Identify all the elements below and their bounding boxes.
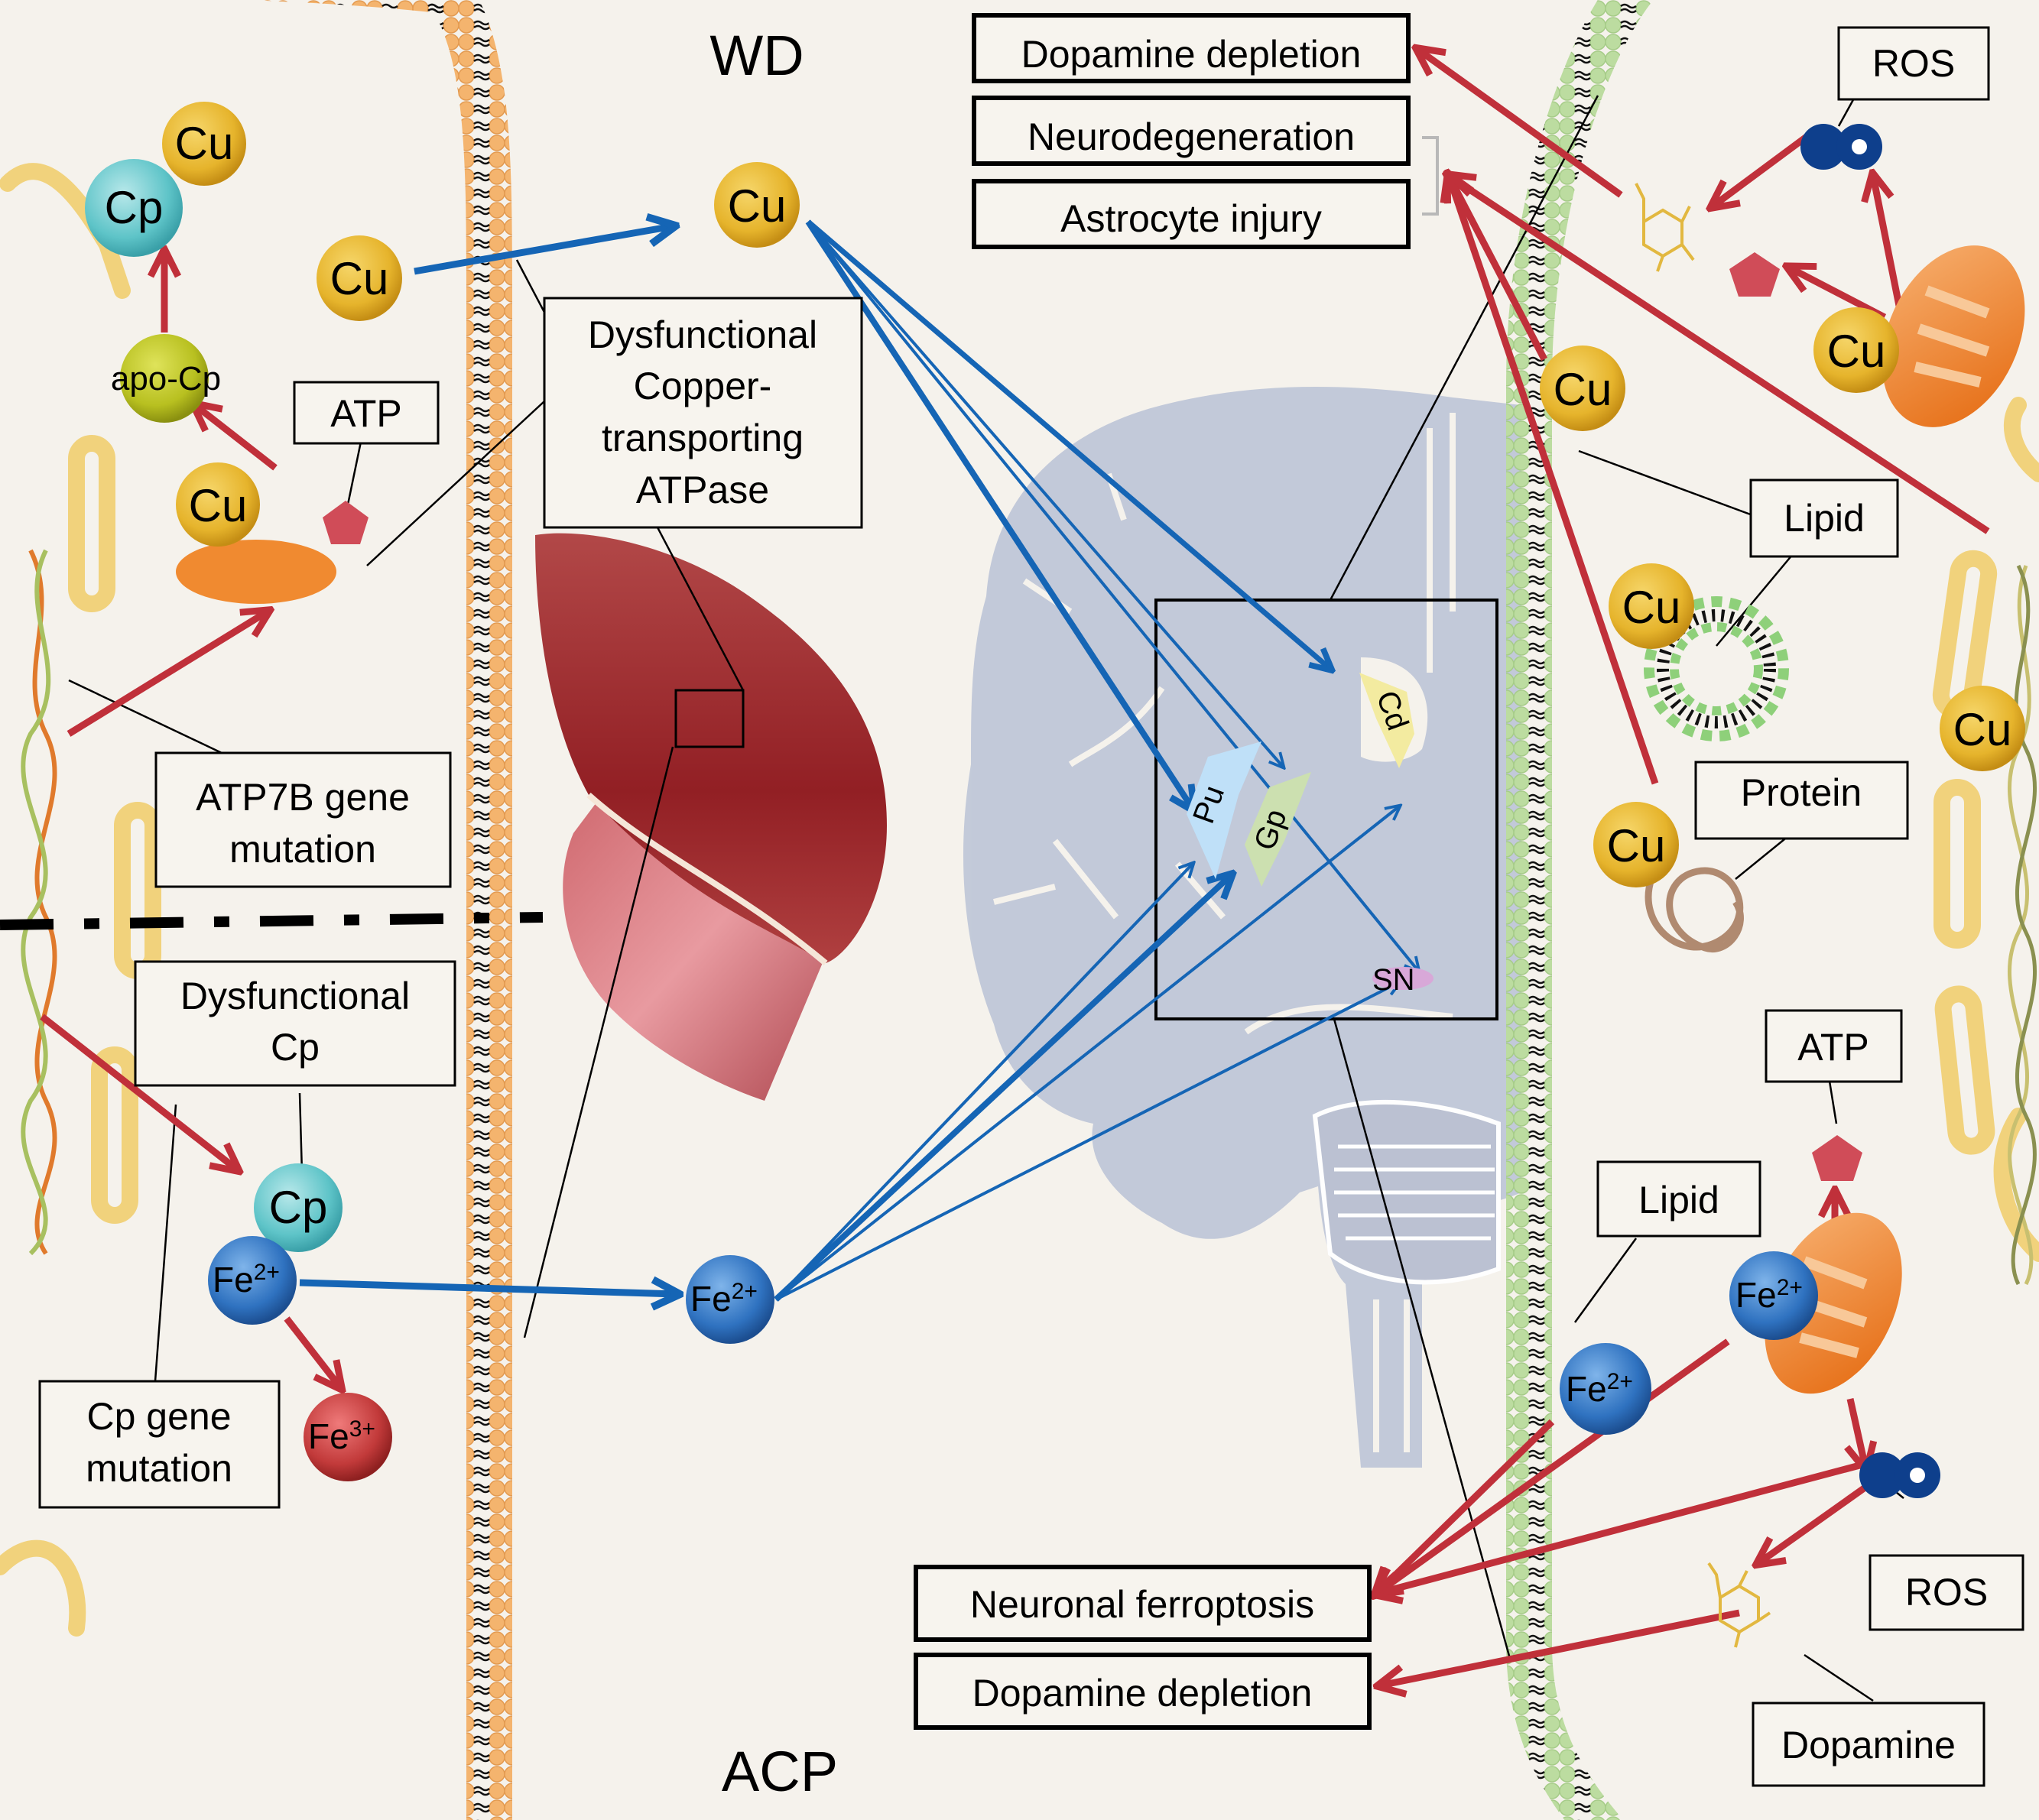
svg-text:Astrocyte injury: Astrocyte injury xyxy=(1060,197,1322,240)
svg-text:Copper-: Copper- xyxy=(634,365,772,407)
copper-flow-arrows xyxy=(414,222,1418,971)
outcome-bracket xyxy=(1422,136,1439,216)
svg-text:ATP: ATP xyxy=(330,392,402,435)
red-arrows-right-top xyxy=(1418,50,1990,785)
dysfunctional-cp-box: Dysfunctional Cp xyxy=(134,960,456,1087)
cu-membrane-label: Cu xyxy=(1554,364,1612,415)
title-wd: WD xyxy=(709,24,804,87)
dopamine-molecule-top-icon xyxy=(1635,183,1695,272)
atp-label-box: ATP xyxy=(293,381,440,445)
substantia-nigra-shape xyxy=(1372,967,1433,990)
fe2-left-label: Fe2+ xyxy=(213,1260,280,1299)
left-cell-molecules xyxy=(85,102,402,1481)
svg-text:Cp gene: Cp gene xyxy=(86,1395,231,1438)
svg-text:Dopamine: Dopamine xyxy=(1781,1724,1956,1766)
svg-text:ATPase: ATPase xyxy=(636,469,769,511)
cp-gene-mutation-box: Cp gene mutation xyxy=(38,1380,281,1509)
atp-pentagon-icon xyxy=(323,501,369,544)
dopamine-molecule-bottom-icon xyxy=(1707,1562,1771,1648)
iron-flow-arrows xyxy=(299,806,1399,1299)
svg-text:ROS: ROS xyxy=(1905,1571,1988,1614)
right-cell-membrane xyxy=(1506,0,1654,1820)
liver-illustration xyxy=(535,533,887,1101)
outcome-astrocyte-injury: Astrocyte injury xyxy=(972,179,1411,249)
cu-outer-label: Cu xyxy=(330,253,389,304)
right-cell-molecules xyxy=(1540,307,2025,1435)
ros-icon-top xyxy=(1800,124,1882,170)
protein-coil xyxy=(1645,867,1744,953)
title-acp: ACP xyxy=(722,1740,838,1803)
svg-text:ROS: ROS xyxy=(1872,42,1955,85)
outcome-dopamine-depletion-bottom: Dopamine depletion xyxy=(914,1653,1372,1730)
svg-text:Dopamine depletion: Dopamine depletion xyxy=(1021,33,1362,76)
fe-membrane-label: Fe2+ xyxy=(1566,1369,1633,1409)
dopamine-box: Dopamine xyxy=(1752,1702,1985,1787)
blood-cu-label: Cu xyxy=(728,180,787,232)
copper-atpase-box: Dysfunctional Copper- transporting ATPas… xyxy=(543,297,863,529)
dna-helix-right xyxy=(2007,564,2037,1286)
cu-mito-label: Cu xyxy=(1827,326,1886,377)
svg-text:Lipid: Lipid xyxy=(1784,497,1865,540)
cu-top-label: Cu xyxy=(175,118,234,169)
svg-text:mutation: mutation xyxy=(86,1447,232,1490)
lipid-top-box: Lipid xyxy=(1749,479,1899,558)
atp7b-mutation-box: ATP7B gene mutation xyxy=(154,751,452,888)
svg-text:Dysfunctional: Dysfunctional xyxy=(588,313,817,356)
svg-text:Neurodegeneration: Neurodegeneration xyxy=(1028,115,1355,158)
dna-helix-left xyxy=(21,549,57,1256)
atpase-protein xyxy=(176,540,336,604)
svg-text:Protein: Protein xyxy=(1741,771,1862,814)
cp-top-label: Cp xyxy=(105,182,164,233)
cu-vesicle-label: Cu xyxy=(1622,582,1681,633)
ros-bottom-box: ROS xyxy=(1869,1554,2024,1631)
leader-lines xyxy=(68,88,1904,1702)
apo-cp-label: apo-Cp xyxy=(111,360,221,397)
atp-right-box: ATP xyxy=(1765,1009,1903,1083)
wd-acp-divider xyxy=(0,912,544,930)
svg-text:mutation: mutation xyxy=(229,828,376,871)
cu-protein-label: Cu xyxy=(1607,820,1666,871)
liver-zoom-box xyxy=(674,689,745,748)
ros-top-box: ROS xyxy=(1837,26,1990,101)
svg-text:ATP: ATP xyxy=(1797,1026,1869,1069)
svg-text:ATP7B gene: ATP7B gene xyxy=(196,776,410,819)
lipid-bottom-box: Lipid xyxy=(1596,1160,1761,1238)
cp-bottom-label: Cp xyxy=(269,1182,328,1233)
svg-text:Dysfunctional: Dysfunctional xyxy=(180,975,410,1017)
fe3-label: Fe3+ xyxy=(308,1416,375,1456)
blood-cu xyxy=(714,162,800,248)
red-arrows-left xyxy=(40,252,340,1387)
atp-pentagon-right-top-icon xyxy=(1729,252,1780,297)
outcome-neuronal-ferroptosis: Neuronal ferroptosis xyxy=(914,1565,1372,1642)
caudate-shape xyxy=(1359,673,1414,768)
svg-text:Neuronal ferroptosis: Neuronal ferroptosis xyxy=(970,1583,1314,1626)
mitochondrion-top xyxy=(1882,245,2025,427)
atp-pentagon-right-bottom-icon xyxy=(1812,1135,1862,1181)
svg-text:Cp: Cp xyxy=(271,1026,320,1069)
blood-fe xyxy=(686,1255,774,1344)
ros-icon-bottom xyxy=(1859,1452,1940,1498)
putamen-shape xyxy=(1187,741,1261,879)
sn-label: SN xyxy=(1372,963,1415,997)
svg-text:Dopamine depletion: Dopamine depletion xyxy=(972,1672,1313,1715)
blood-fe-label: Fe2+ xyxy=(690,1279,758,1319)
svg-text:transporting: transporting xyxy=(602,417,804,459)
left-cell-membrane xyxy=(426,0,512,1820)
lipid-vesicle xyxy=(1644,596,1789,741)
cu-edge-label: Cu xyxy=(1953,704,2012,755)
outcome-dopamine-depletion-top: Dopamine depletion xyxy=(972,13,1411,83)
protein-box: Protein xyxy=(1694,761,1909,840)
brain-silhouette xyxy=(963,387,1521,1468)
svg-text:Lipid: Lipid xyxy=(1638,1179,1719,1221)
fe-mito-label: Fe2+ xyxy=(1735,1275,1803,1315)
globus-pallidus-shape xyxy=(1245,772,1311,887)
outcome-neurodegeneration: Neurodegeneration xyxy=(972,96,1411,166)
cu-atpase-label: Cu xyxy=(189,480,248,531)
